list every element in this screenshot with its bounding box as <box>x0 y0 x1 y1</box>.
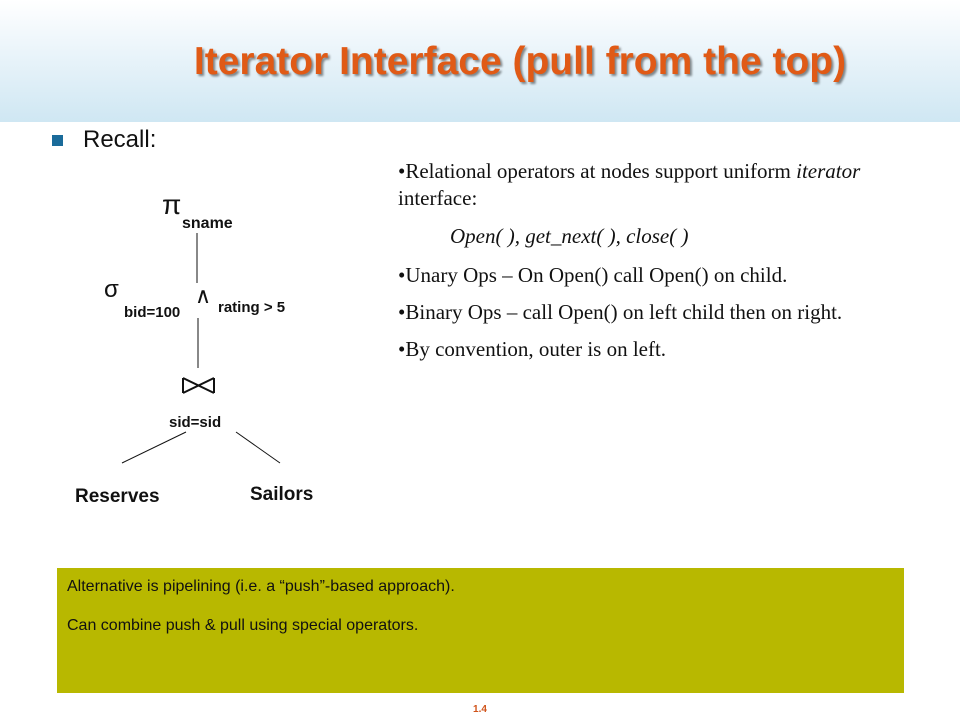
edge-join-sailors <box>235 431 281 464</box>
square-bullet-icon <box>52 134 63 146</box>
selection-condition-right: rating > 5 <box>218 299 285 316</box>
iterator-points: •Relational operators at nodes support u… <box>398 158 918 374</box>
selection-condition-left: bid=100 <box>124 304 180 321</box>
note-line-2: Can combine push & pull using special op… <box>67 617 419 634</box>
note-box: Alternative is pipelining (i.e. a “push”… <box>57 568 904 693</box>
point-1-italic: iterator <box>796 159 861 183</box>
page-number: 1.4 <box>473 704 487 715</box>
header-band <box>0 0 960 122</box>
selection-symbol: σ <box>104 276 119 303</box>
recall-bullet: Recall: <box>52 126 156 154</box>
point-1-text: •Relational operators at nodes support u… <box>398 159 791 183</box>
projection-attribute: sname <box>182 215 233 232</box>
and-symbol: ∧ <box>195 283 211 308</box>
slide-title: Iterator Interface (pull from the top) <box>193 40 847 83</box>
leaf-reserves: Reserves <box>75 486 160 507</box>
leaf-sailors: Sailors <box>250 484 313 505</box>
point-relational-operators: •Relational operators at nodes support u… <box>398 158 918 213</box>
point-convention: •By convention, outer is on left. <box>398 337 667 362</box>
edge-join-reserves <box>121 431 187 464</box>
point-unary-ops: •Unary Ops – On Open() call Open() on ch… <box>398 262 788 287</box>
join-icon <box>182 377 215 394</box>
note-line-1: Alternative is pipelining (i.e. a “push”… <box>67 578 455 595</box>
projection-symbol: π <box>162 189 181 220</box>
point-1-suffix: interface: <box>398 186 478 211</box>
join-condition: sid=sid <box>169 414 221 431</box>
point-binary-ops: •Binary Ops – call Open() on left child … <box>398 300 843 325</box>
interface-methods: Open( ), get_next( ), close( ) <box>450 223 689 248</box>
recall-label: Recall: <box>83 126 157 153</box>
